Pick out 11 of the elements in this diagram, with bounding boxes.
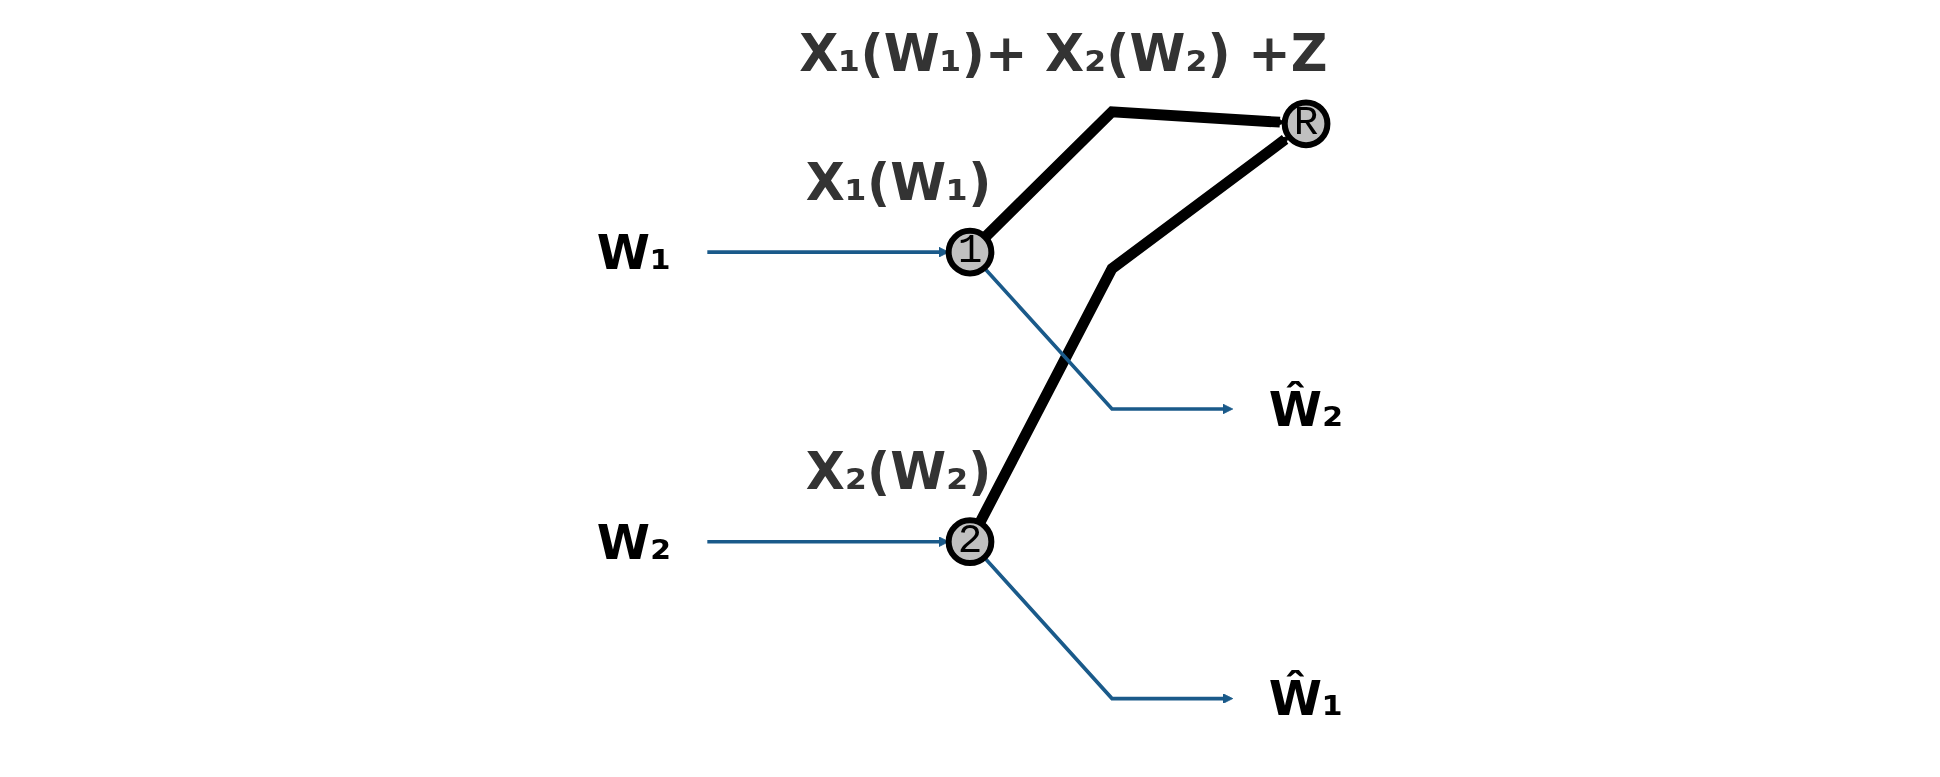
signal-label: Ŵ₂ — [1268, 381, 1344, 437]
signal-expression: X₁(W₁) — [805, 152, 992, 212]
node-circle: 1 — [945, 227, 995, 277]
signal-expression: X₁(W₁)+ X₂(W₂) +Z — [799, 24, 1328, 84]
node-circle: 2 — [945, 517, 995, 567]
signal-label: Ŵ₁ — [1268, 670, 1344, 727]
signal-label: W₁ — [596, 224, 672, 280]
node-circle: R — [1281, 99, 1331, 149]
signal-label: W₂ — [596, 513, 672, 570]
arrow — [975, 135, 1290, 526]
signal-expression: X₂(W₂) — [805, 442, 992, 502]
